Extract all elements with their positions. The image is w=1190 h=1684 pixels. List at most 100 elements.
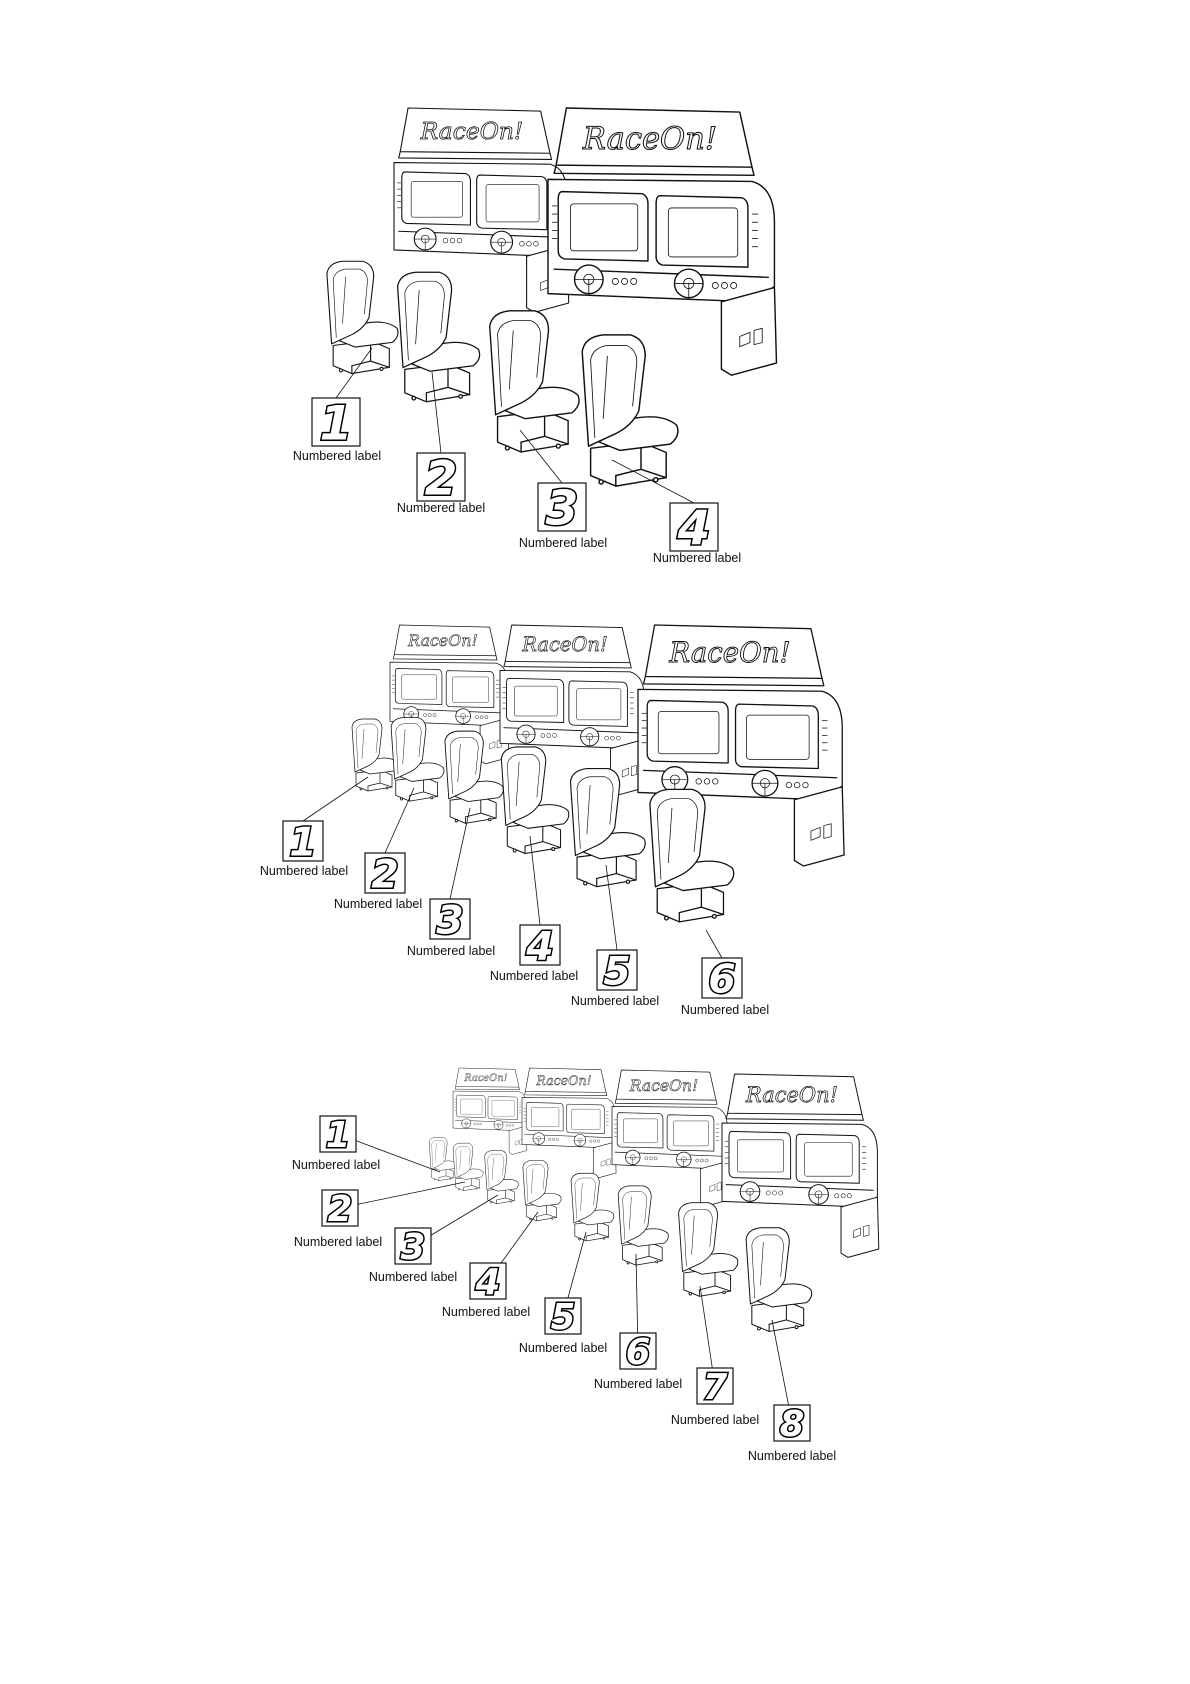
label-number: 3 (546, 481, 579, 536)
label-number: 1 (289, 820, 316, 865)
label-caption: Numbered label (397, 501, 485, 515)
label-caption: Numbered label (519, 1341, 607, 1355)
pedal-icon (621, 765, 637, 778)
seat-backrest (390, 717, 427, 780)
label-caption: Numbered label (594, 1377, 682, 1391)
monitor-right (795, 1133, 860, 1184)
seat-2 (452, 1142, 484, 1191)
seat-backrest (484, 1150, 508, 1190)
monitor-left (506, 677, 565, 723)
label-box (416, 452, 466, 502)
seat-backrest (678, 1202, 719, 1273)
label-caption: Numbered label (292, 1158, 380, 1172)
monitor-right (566, 1103, 605, 1134)
pedal-icon (709, 1182, 722, 1192)
leader-line (519, 429, 563, 484)
screen-right (576, 688, 622, 721)
pedal-icon (810, 823, 832, 841)
pedestal (720, 286, 778, 376)
label-number: 4 (525, 924, 553, 969)
label-box (537, 482, 587, 532)
seat-backrest (570, 1172, 600, 1224)
leader-line (449, 807, 471, 900)
seat-cushion (504, 386, 580, 420)
seat-5 (570, 1172, 615, 1242)
label-caption: Numbered label (519, 536, 607, 550)
label-number: 2 (371, 852, 398, 897)
label-caption: Numbered label (681, 1003, 769, 1017)
label-box (364, 852, 406, 894)
monitor-right (487, 1096, 518, 1120)
leader-line (302, 776, 369, 822)
label-number: 5 (551, 1297, 576, 1338)
seat-backrest (522, 1160, 549, 1206)
label-caption: Numbered label (369, 1270, 457, 1284)
brand-logo: RaceOn! (463, 1073, 507, 1084)
seat-6 (649, 788, 735, 923)
label-caption: Numbered label (294, 1235, 382, 1249)
seat-cushion (578, 1209, 615, 1226)
label-caption: Numbered label (293, 449, 381, 463)
seat-cushion (688, 1252, 739, 1275)
seat-backrest (489, 310, 550, 416)
monitor-right (734, 703, 819, 770)
label-box (319, 1115, 357, 1153)
label-number: 6 (626, 1332, 651, 1373)
label-caption: Numbered label (490, 969, 578, 983)
screen-right (452, 676, 489, 703)
leader-line (335, 347, 373, 399)
label-box (394, 1227, 432, 1265)
screen-right (804, 1142, 853, 1177)
cabinet-2-3: RaceOn! (637, 624, 845, 867)
monitor-left (616, 1112, 664, 1149)
seat-backrest (500, 746, 547, 826)
seat-backrest (452, 1142, 474, 1179)
seat-cushion (458, 1168, 484, 1180)
cabinet-3-4: RaceOn! (721, 1073, 880, 1258)
seat-cushion (583, 831, 646, 860)
label-caption: Numbered label (671, 1413, 759, 1427)
cabinet-1-2: RaceOn! (547, 107, 778, 376)
leader-line (384, 787, 415, 854)
pedal-icon (739, 327, 763, 348)
screen-left (657, 711, 720, 755)
seat-7 (678, 1202, 739, 1297)
brand-logo: RaceOn! (420, 117, 524, 145)
label-number: 2 (328, 1189, 353, 1230)
cabinet-2-2: RaceOn! (499, 624, 647, 796)
cabinet-2-1: RaceOn! (389, 624, 510, 765)
seat-3 (489, 310, 580, 453)
screen-left (401, 674, 437, 700)
seat-cushion (663, 860, 735, 892)
label-box (311, 397, 361, 447)
screen-left (570, 203, 639, 252)
label-number: 3 (401, 1227, 426, 1268)
seat-4 (581, 334, 679, 487)
seat-backrest (649, 788, 706, 888)
pedal-icon (853, 1224, 870, 1239)
label-caption: Numbered label (748, 1449, 836, 1463)
label-box (282, 820, 324, 862)
label-box (321, 1189, 359, 1227)
seat-cushion (454, 780, 504, 802)
seat-3 (484, 1150, 519, 1204)
label-caption: Numbered label (260, 864, 348, 878)
seat-2 (396, 271, 481, 403)
screen-right (746, 714, 810, 760)
label-number: 7 (703, 1367, 728, 1408)
monitor-left (394, 668, 443, 705)
label-number: 1 (320, 396, 353, 451)
brand-logo: RaceOn! (521, 633, 608, 656)
screen-left (531, 1107, 560, 1127)
